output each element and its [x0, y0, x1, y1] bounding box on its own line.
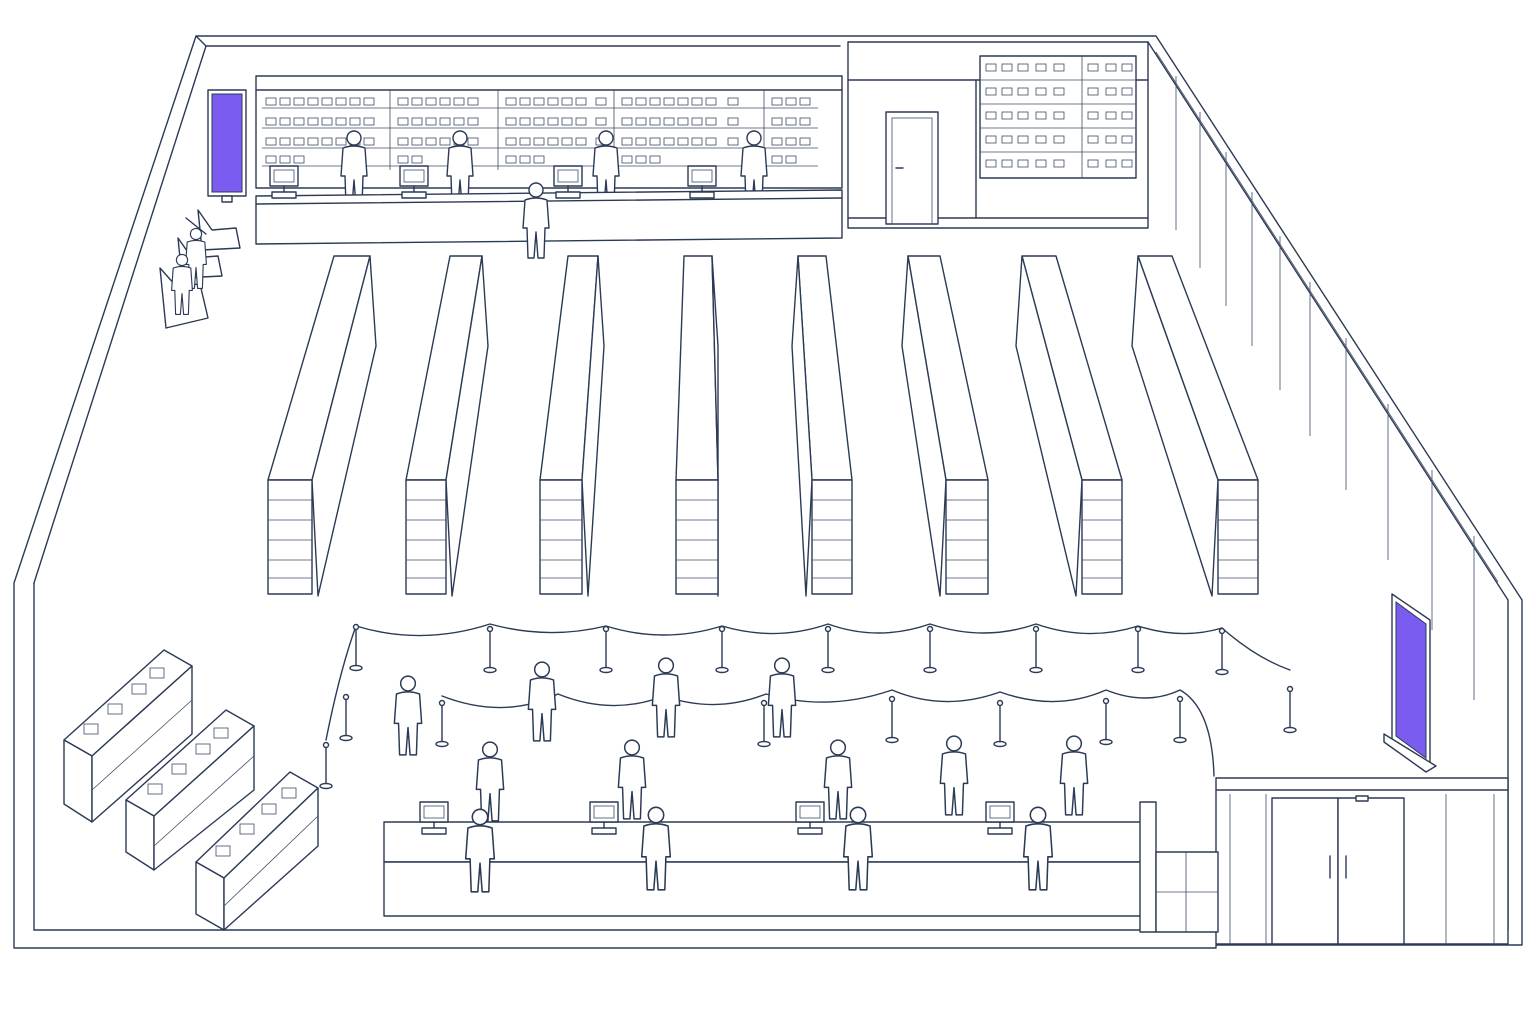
aisle-shelf-7	[1015, 255, 1123, 597]
pharmacy-register-1[interactable]	[269, 165, 299, 199]
entrance-door-left[interactable]	[1271, 797, 1339, 945]
digital-sign-left	[207, 89, 247, 203]
door-sensor	[1355, 795, 1369, 802]
digital-sign-right	[1383, 593, 1437, 773]
aisle-shelf-8	[1131, 255, 1259, 597]
aisle-shelf-3	[539, 255, 605, 597]
aisle-shelf-1	[267, 255, 377, 597]
aisle-shelf-5	[791, 255, 853, 597]
aisle-shelf-2	[405, 255, 489, 597]
checkout-register-4[interactable]	[985, 801, 1015, 835]
pharmacy-register-2[interactable]	[399, 165, 429, 199]
display-case-1	[63, 649, 193, 823]
pharmacy-register-3[interactable]	[553, 165, 583, 199]
entrance-door-right[interactable]	[1337, 797, 1405, 945]
pharmacy-register-4[interactable]	[687, 165, 717, 199]
aisle-shelf-6	[901, 255, 989, 597]
aisle-shelf-4	[675, 255, 719, 597]
queue-rope-front	[441, 689, 1215, 777]
checkout-register-3[interactable]	[795, 801, 825, 835]
checkout-counter	[383, 801, 1219, 933]
stockroom-shelf	[979, 55, 1137, 179]
display-case-2	[125, 709, 255, 871]
back-room-door[interactable]	[885, 111, 939, 225]
queue-rope-back	[325, 623, 1291, 741]
display-case-3	[195, 771, 319, 931]
checkout-register-1[interactable]	[419, 801, 449, 835]
checkout-register-2[interactable]	[589, 801, 619, 835]
pharmacy-counter	[255, 189, 843, 245]
